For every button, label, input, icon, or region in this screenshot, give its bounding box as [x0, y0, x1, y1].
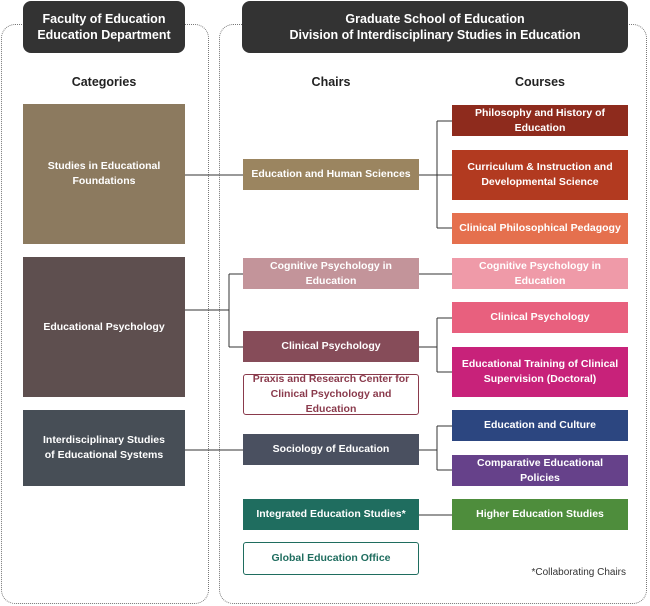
footnote: *Collaborating Chairs [531, 567, 627, 578]
faculty-header-line1: Faculty of Education [42, 12, 166, 26]
categories-column-header: Categories [71, 75, 137, 89]
course-label-line2: Supervision (Doctoral) [483, 373, 597, 385]
chair-label-line1: Integrated Education Studies* [256, 508, 406, 520]
chair-label-line1: Cognitive Psychology in Education [270, 259, 392, 287]
course-philosophy-history: Philosophy and History of Education [452, 105, 628, 136]
faculty-header: Faculty of Education Education Departmen… [23, 1, 185, 53]
course-clinical-philosophical-pedagogy: Clinical Philosophical Pedagogy [452, 213, 628, 244]
chair-education-and-human-sciences: Education and Human Sciences [243, 159, 419, 190]
graduate-school-header: Graduate School of Education Division of… [242, 1, 628, 53]
course-label-line2: Developmental Science [481, 176, 599, 188]
category-educational-systems: Interdisciplinary Studies of Educational … [23, 410, 185, 486]
chair-label-line2: Clinical Psychology and Education [270, 388, 392, 415]
category-label-line1: Studies in Educational [47, 160, 161, 172]
course-label-line1: Educational Training of Clinical [461, 358, 619, 370]
graduate-school-header-line2: Division of Interdisciplinary Studies in… [289, 28, 581, 42]
category-label-line1: Educational Psychology [43, 320, 165, 333]
graduate-school-header-line1: Graduate School of Education [345, 12, 525, 26]
chair-label-line1: Clinical Psychology [281, 340, 381, 352]
course-education-and-culture: Education and Culture [452, 410, 628, 441]
category-educational-psychology: Educational Psychology [23, 257, 185, 397]
course-comparative-policies: Comparative Educational Policies [452, 455, 628, 486]
course-clinical-psychology: Clinical Psychology [452, 302, 628, 333]
course-label-line1: Philosophy and History of Education [474, 106, 606, 134]
course-label-line1: Comparative Educational Policies [476, 456, 604, 484]
category-label-line1: Interdisciplinary Studies [43, 434, 165, 446]
chair-label-line1: Sociology of Education [272, 443, 390, 455]
course-label-line1: Curriculum & Instruction and [467, 161, 613, 173]
chair-integrated-education-studies: Integrated Education Studies* [243, 499, 419, 530]
course-label-line1: Education and Culture [483, 419, 596, 431]
course-cognitive-psychology: Cognitive Psychology in Education [452, 258, 628, 289]
course-label-line1: Clinical Philosophical Pedagogy [459, 222, 621, 234]
chair-sociology-of-education: Sociology of Education [243, 434, 419, 465]
chair-clinical-psychology: Clinical Psychology [243, 331, 419, 362]
course-label-line1: Higher Education Studies [476, 508, 604, 520]
chair-label-line1: Praxis and Research Center for [252, 373, 410, 385]
chair-label-line1: Education and Human Sciences [251, 168, 411, 180]
chairs-column-header: Chairs [311, 75, 351, 89]
category-label-line2: Foundations [72, 175, 136, 187]
faculty-header-line2: Education Department [37, 28, 171, 42]
courses-column-header: Courses [514, 75, 566, 89]
course-label-line1: Cognitive Psychology in Education [479, 259, 601, 287]
category-label-line2: of Educational Systems [44, 449, 164, 461]
course-higher-education-studies: Higher Education Studies [452, 499, 628, 530]
course-label-line1: Clinical Psychology [490, 311, 590, 323]
chair-label-line1: Global Education Office [271, 552, 391, 564]
chair-global-education-office: Global Education Office [243, 542, 419, 575]
chair-cognitive-psychology: Cognitive Psychology in Education [243, 258, 419, 289]
